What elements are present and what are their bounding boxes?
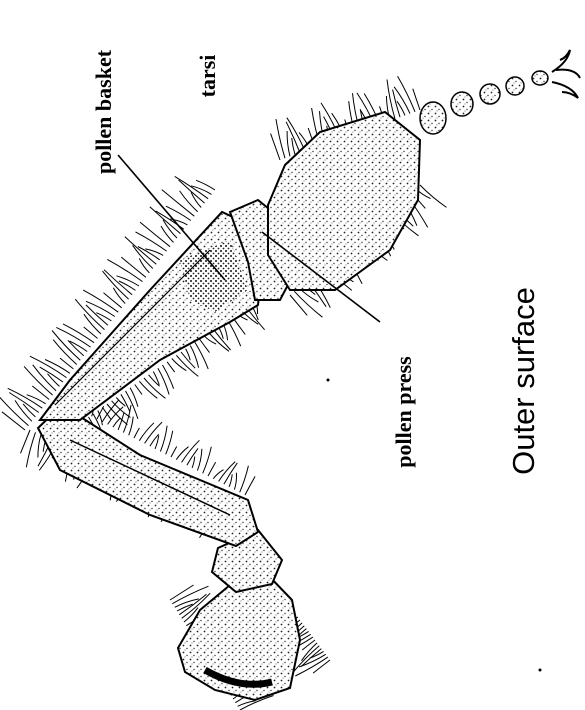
hair-stroke xyxy=(166,431,173,455)
hair-stroke xyxy=(135,385,142,395)
hair-stroke xyxy=(129,417,134,436)
hair-stroke xyxy=(229,474,232,487)
hair-stroke xyxy=(38,435,41,458)
hair-stroke xyxy=(104,293,122,308)
hair-stroke xyxy=(113,418,120,427)
hair-stroke xyxy=(167,362,175,372)
hair-stroke xyxy=(191,192,201,207)
hair-stroke xyxy=(139,423,154,441)
hair-stroke xyxy=(413,89,420,110)
hair-stroke xyxy=(287,118,305,151)
hair-stroke xyxy=(26,432,35,467)
hair-stroke xyxy=(161,226,174,242)
hair-stroke xyxy=(102,407,111,420)
hair-stroke xyxy=(27,395,46,404)
hair-stroke xyxy=(271,134,280,160)
coxa-segment xyxy=(178,575,300,700)
hair-stroke xyxy=(197,449,202,471)
hair-stroke xyxy=(179,180,205,203)
pollen-press-label: pollen press xyxy=(391,356,417,467)
hair-stroke xyxy=(2,412,25,430)
hair-stroke xyxy=(170,585,194,600)
hair-stroke xyxy=(234,473,236,490)
hair-stroke xyxy=(290,295,307,315)
hair-stroke xyxy=(287,131,290,156)
hair-stroke xyxy=(313,660,330,673)
hair-stroke xyxy=(397,101,405,115)
hair-stroke xyxy=(166,206,191,220)
speck xyxy=(327,379,330,382)
hair-stroke xyxy=(245,476,255,495)
hair-stroke xyxy=(302,643,318,661)
speck xyxy=(539,669,542,672)
hair-stroke xyxy=(195,342,208,369)
tarsi-label: tarsi xyxy=(195,55,221,98)
hair-stroke xyxy=(208,462,216,476)
hair-stroke xyxy=(187,448,198,465)
hair-stroke xyxy=(40,367,63,382)
hair-stroke xyxy=(52,331,80,361)
hair-stroke xyxy=(172,359,187,371)
hair-stroke xyxy=(150,434,159,446)
hair-stroke xyxy=(240,466,249,493)
hair-stroke xyxy=(104,270,132,295)
hair-stroke xyxy=(200,339,210,353)
hair-stroke xyxy=(176,447,188,460)
hair-stroke xyxy=(121,257,146,277)
tibia-pollen-basket xyxy=(40,212,262,420)
tarsal-claws xyxy=(552,50,580,98)
hair-stroke xyxy=(123,405,131,433)
tarsal-segments xyxy=(420,71,548,134)
hair-stroke xyxy=(420,185,447,207)
pollen-basket-label: pollen basket xyxy=(91,50,117,174)
hair-stroke xyxy=(8,388,43,408)
hair-stroke xyxy=(203,447,212,474)
hair-stroke xyxy=(160,426,167,452)
hair-stroke xyxy=(204,336,216,344)
hair-stroke xyxy=(192,457,195,468)
hair-stroke xyxy=(21,430,31,453)
pollen-basket-leader-line xyxy=(118,155,225,280)
basitarsus-segment xyxy=(268,112,420,290)
hair-stroke xyxy=(134,428,139,438)
hair-stroke xyxy=(191,186,211,195)
femur-segment xyxy=(38,405,258,546)
hair-stroke xyxy=(180,191,198,212)
hair-stroke xyxy=(130,388,138,407)
diagram-title: Outer surface xyxy=(506,287,542,475)
hair-stroke xyxy=(158,368,169,394)
hair-stroke xyxy=(302,640,315,650)
hair-stroke xyxy=(171,447,177,458)
hair-stroke xyxy=(175,176,208,198)
hair-stroke xyxy=(213,470,223,479)
